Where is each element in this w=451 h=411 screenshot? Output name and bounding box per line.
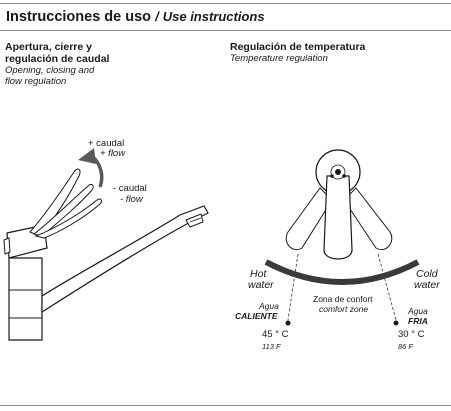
- bottom-rule: [0, 405, 451, 406]
- comfort-zone-en: comfort zone: [319, 304, 369, 314]
- flow-heading-line1: Apertura, cierre y: [5, 41, 92, 53]
- title-es: Instrucciones de uso: [6, 9, 152, 25]
- minus-flow-en: - flow: [120, 194, 143, 205]
- minus-flow-es: - caudal: [113, 183, 147, 194]
- temp-heading: Regulación de temperatura: [230, 41, 366, 53]
- cold-agua-label: Agua: [408, 306, 428, 316]
- flow-subheading-line2: flow regulation: [5, 76, 67, 87]
- cold-water-label-line1: Cold: [416, 268, 438, 280]
- hot-water-label-line2: water: [248, 279, 274, 291]
- comfort-zone-es: Zona de confort: [313, 294, 373, 304]
- plus-flow-es: + caudal: [88, 138, 125, 149]
- plus-flow-en: + flow: [100, 148, 126, 159]
- hot-agua-label: Agua: [259, 301, 279, 311]
- flow-subheading-line1: Opening, closing and: [5, 65, 95, 76]
- cold-temp-celsius: 30 ° C: [398, 329, 425, 340]
- hot-name-label: CALIENTE: [235, 311, 278, 321]
- cold-water-label-line2: water: [414, 279, 440, 291]
- hot-water-label-line1: Hot: [250, 268, 267, 280]
- temp-subheading: Temperature regulation: [230, 53, 328, 64]
- title-en: Use instructions: [162, 9, 265, 24]
- cold-name-label: FRIA: [408, 316, 428, 326]
- hot-temp-fahrenheit: 113 F: [262, 342, 281, 351]
- flow-heading-line2: regulación de caudal: [5, 53, 110, 65]
- top-rule: [0, 3, 451, 4]
- cold-temp-fahrenheit: 86 F: [398, 342, 414, 351]
- page-title: Instrucciones de uso / Use instructions: [6, 9, 265, 25]
- hot-temp-celsius: 45 ° C: [262, 329, 289, 340]
- title-separator: /: [155, 9, 159, 24]
- header-rule: [0, 30, 451, 31]
